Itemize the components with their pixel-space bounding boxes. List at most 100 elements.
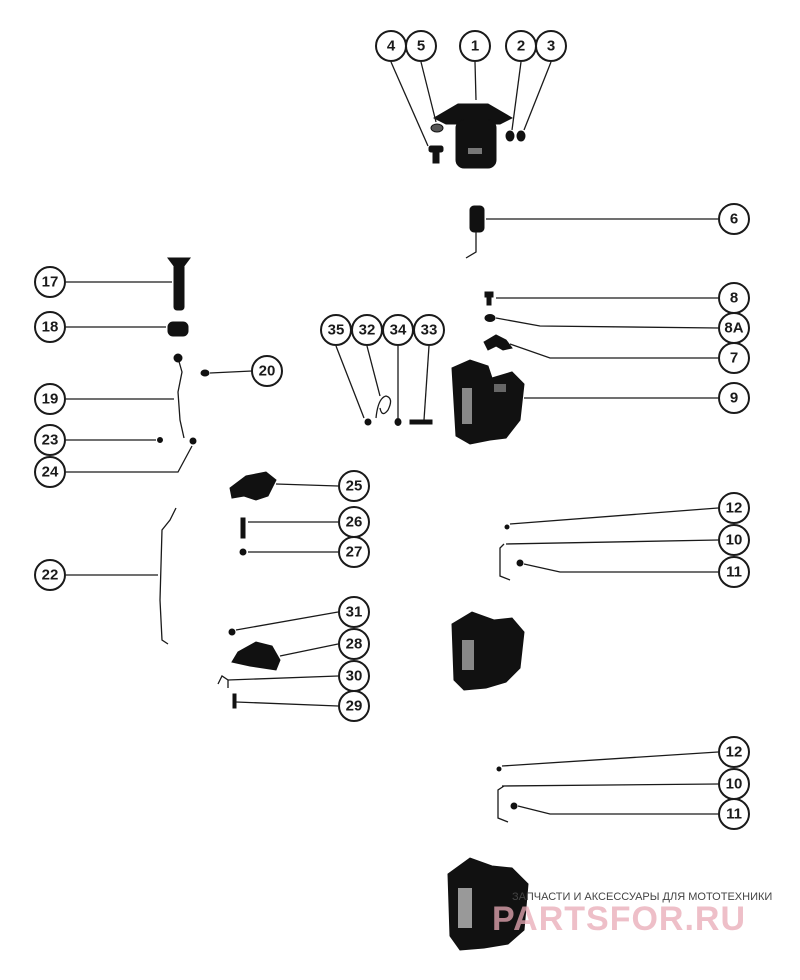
callout-10-bottom: 10	[718, 768, 750, 800]
svg-text:8A: 8A	[724, 320, 743, 337]
part-35-ball	[364, 418, 372, 426]
callout-12-bottom: 12	[718, 736, 750, 768]
svg-text:2: 2	[517, 38, 525, 55]
svg-text:25: 25	[346, 478, 363, 495]
watermark-tagline: ЗАПЧАСТИ И АКСЕССУАРЫ ДЛЯ МОТОТЕХНИКИ	[512, 891, 772, 903]
carburetor-middle	[451, 611, 525, 691]
callout-17: 17	[34, 266, 66, 298]
callout-1: 1	[459, 30, 491, 62]
watermark-logo: PARTSFOR.RU	[492, 900, 746, 938]
svg-text:30: 30	[346, 668, 363, 685]
part-20-screw	[200, 369, 210, 377]
callout-7: 7	[718, 342, 750, 374]
callout-6: 6	[718, 203, 750, 235]
svg-text:6: 6	[730, 211, 738, 228]
callout-8a: 8A	[718, 312, 750, 344]
callout-33: 33	[413, 314, 445, 346]
callout-19: 19	[34, 383, 66, 415]
part-7-lever	[483, 334, 513, 351]
callout-18: 18	[34, 311, 66, 343]
callout-34: 34	[382, 314, 414, 346]
part-2-ring	[505, 130, 515, 142]
callout-2: 2	[505, 30, 537, 62]
callout-4: 4	[375, 30, 407, 62]
part-11a-screw	[516, 559, 524, 567]
callout-11-bottom: 11	[718, 798, 750, 830]
part-22-rod	[159, 507, 177, 645]
callout-9: 9	[718, 382, 750, 414]
part-1-flame-arrestor	[432, 103, 514, 169]
svg-text:32: 32	[359, 322, 376, 339]
callout-27: 27	[338, 536, 370, 568]
part-12a-spring	[504, 524, 510, 530]
svg-text:35: 35	[328, 322, 345, 339]
part-3-ring	[516, 130, 526, 142]
part-32-spring	[375, 395, 392, 419]
callout-12-middle: 12	[718, 492, 750, 524]
part-28-shield	[231, 641, 281, 671]
part-27-washer	[239, 548, 247, 556]
svg-text:28: 28	[346, 636, 363, 653]
part-34-washer	[394, 418, 402, 426]
svg-text:5: 5	[417, 38, 425, 55]
leader-lines	[66, 61, 719, 815]
part-8-screw	[484, 291, 494, 306]
svg-text:22: 22	[42, 567, 59, 584]
svg-text:4: 4	[387, 38, 396, 55]
part-shapes	[157, 103, 529, 951]
callout-8: 8	[718, 282, 750, 314]
svg-text:17: 17	[42, 274, 59, 291]
part-17-shaft	[167, 257, 191, 311]
svg-text:3: 3	[547, 38, 555, 55]
watermark: ЗАПЧАСТИ И АКСЕССУАРЫ ДЛЯ МОТОТЕХНИКИ PA…	[492, 891, 772, 938]
callout-10-middle: 10	[718, 524, 750, 556]
part-24-washer	[189, 437, 197, 445]
callout-3: 3	[535, 30, 567, 62]
svg-text:23: 23	[42, 432, 59, 449]
svg-text:8: 8	[730, 290, 738, 307]
svg-text:11: 11	[726, 564, 742, 581]
callout-20: 20	[251, 355, 283, 387]
part-31-ball	[228, 628, 236, 636]
part-19-rod	[177, 357, 185, 439]
svg-text:20: 20	[259, 363, 276, 380]
callout-11-middle: 11	[718, 556, 750, 588]
callout-35: 35	[320, 314, 352, 346]
svg-text:29: 29	[346, 698, 363, 715]
part-30-bracket	[217, 675, 229, 688]
callout-31: 31	[338, 596, 370, 628]
svg-text:12: 12	[726, 744, 743, 761]
svg-text:24: 24	[42, 464, 59, 481]
part-25-cam	[229, 471, 277, 501]
part-4-screw	[428, 145, 444, 164]
svg-text:27: 27	[346, 544, 363, 561]
callout-23: 23	[34, 424, 66, 456]
part-12b-spring	[496, 766, 502, 772]
svg-text:33: 33	[421, 322, 438, 339]
callouts: 4 5 1 2 3 6 8 8A 7 9 12 10 11 12 10 11 1…	[34, 30, 750, 830]
callout-29: 29	[338, 690, 370, 722]
carburetor-bottom	[447, 857, 529, 951]
part-23-clip	[157, 437, 163, 443]
svg-text:18: 18	[42, 319, 59, 336]
part-11b-screw	[510, 802, 518, 810]
svg-text:19: 19	[42, 391, 59, 408]
callout-24: 24	[34, 456, 66, 488]
svg-text:31: 31	[346, 604, 363, 621]
part-18-seal	[167, 321, 189, 337]
part-6-float	[465, 205, 485, 259]
part-33-pin	[409, 419, 433, 425]
callout-30: 30	[338, 660, 370, 692]
part-29-screw	[232, 693, 237, 709]
svg-text:11: 11	[726, 806, 742, 823]
part-8a-washer	[484, 314, 496, 322]
callout-22: 22	[34, 559, 66, 591]
svg-text:10: 10	[726, 776, 743, 793]
callout-5: 5	[405, 30, 437, 62]
svg-text:34: 34	[390, 322, 407, 339]
callout-28: 28	[338, 628, 370, 660]
callout-26: 26	[338, 506, 370, 538]
svg-text:26: 26	[346, 514, 363, 531]
svg-text:7: 7	[730, 350, 738, 367]
